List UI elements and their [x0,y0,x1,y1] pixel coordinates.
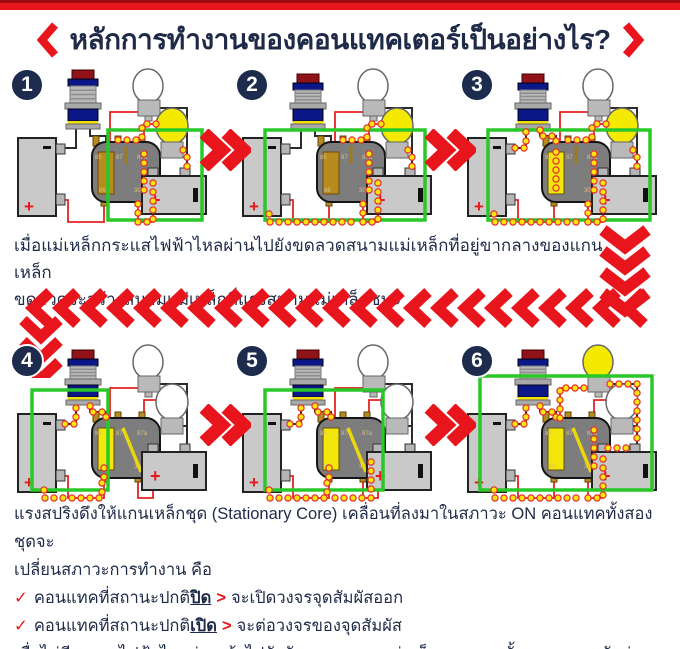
svg-text:87a: 87a [137,155,148,161]
svg-text:+: + [249,197,259,216]
bullet-pre: คอนแทคที่สถานะปกติ [33,617,191,635]
svg-text:+: + [474,197,484,216]
svg-text:86: 86 [549,464,556,470]
middle-paragraph-line2: ขดลวดจะสร้างสนามแม่เหล็กที่แรงสนามแม่เหล… [14,290,402,309]
svg-text:30: 30 [359,188,366,194]
svg-text:85: 85 [545,155,552,161]
svg-text:85: 85 [95,155,102,161]
bullet-pre: คอนแทคที่สถานะปกติ [33,589,191,607]
bottom-line2: เปลี่ยนสภาวะการทำงาน คือ [14,561,212,579]
bullet-key-closed: ปิด [190,589,212,607]
svg-text:87: 87 [566,155,573,161]
next-arrow-icon [424,129,476,171]
top-bar-red-stripe [0,3,680,10]
middle-paragraph: เมื่อแม่เหล็กกระแสไฟฟ้าไหลผ่านไปยังขดลวด… [14,232,614,313]
bottom-paragraph: แรงสปริงดึงให้แกนเหล็กชุด (Stationary Co… [14,500,670,649]
check-icon: ✓ [14,589,28,607]
right-chevron-icon [622,22,644,58]
bullet-key-open: เปิด [190,617,217,635]
svg-text:+: + [24,473,34,492]
stage-5-number-badge: 5 [235,344,269,378]
title-main: หลักการทำงานของคอนแทคเตอร์ [69,24,461,55]
stage-4-number-badge: 4 [10,344,44,378]
bottom-line1: แรงสปริงดึงให้แกนเหล็กชุด (Stationary Co… [14,505,653,551]
bullet-normally-closed: ✓ คอนแทคที่สถานะปกติปิด>จะเปิดวงจรจุดสัมผ… [14,584,670,612]
stage-3-number-badge: 3 [460,68,494,102]
svg-text:30: 30 [134,188,141,194]
svg-text:87a: 87a [362,155,373,161]
svg-text:87a: 87a [362,431,373,437]
arrow-icon: > [221,617,232,635]
svg-text:87: 87 [116,431,123,437]
svg-text:86: 86 [324,188,331,194]
svg-text:+: + [249,473,259,492]
bullet-rest: จะต่อวงจรของจุดสัมผัส [236,617,402,635]
svg-text:87a: 87a [587,155,598,161]
svg-text:+: + [24,197,34,216]
bottom-last-line: เมื่อไม่มีกระแสไฟฟ้าไหลผ่านเข้าไปยังขัดล… [14,640,670,649]
check-icon: ✓ [14,617,28,635]
svg-text:87a: 87a [587,431,598,437]
next-arrow-icon [424,404,476,446]
page-title: หลักการทำงานของคอนแทคเตอร์เป็นอย่างไร? [0,16,680,64]
svg-text:87: 87 [116,155,123,161]
svg-text:85: 85 [320,155,327,161]
middle-paragraph-line1: เมื่อแม่เหล็กกระแสไฟฟ้าไหลผ่านไปยังขดลวด… [14,236,603,282]
svg-text:87: 87 [566,431,573,437]
svg-text:30: 30 [584,188,591,194]
stage-2-number-badge: 2 [235,68,269,102]
left-chevron-icon [36,22,58,58]
title-text: หลักการทำงานของคอนแทคเตอร์เป็นอย่างไร? [69,18,612,62]
title-tail: เป็นอย่างไร? [460,24,611,55]
svg-text:87a: 87a [137,431,148,437]
next-arrow-icon [199,129,251,171]
stage-6-number-badge: 6 [460,344,494,378]
svg-text:85: 85 [320,431,327,437]
bullet-normally-open: ✓ คอนแทคที่สถานะปกติเปิด>จะต่อวงจรของจุดส… [14,612,670,640]
next-arrow-icon [199,404,251,446]
top-bar-dark-stripe [0,0,680,3]
bullet-rest: จะเปิดวงจรจุดสัมผัสออก [230,589,404,607]
svg-text:87: 87 [341,431,348,437]
svg-text:85: 85 [95,431,102,437]
svg-text:+: + [375,466,386,486]
svg-text:85: 85 [545,431,552,437]
svg-text:86: 86 [99,188,106,194]
svg-text:+: + [150,466,161,486]
svg-text:86: 86 [549,188,556,194]
stage-1-number-badge: 1 [10,68,44,102]
arrow-icon: > [216,589,226,607]
svg-text:87: 87 [341,155,348,161]
